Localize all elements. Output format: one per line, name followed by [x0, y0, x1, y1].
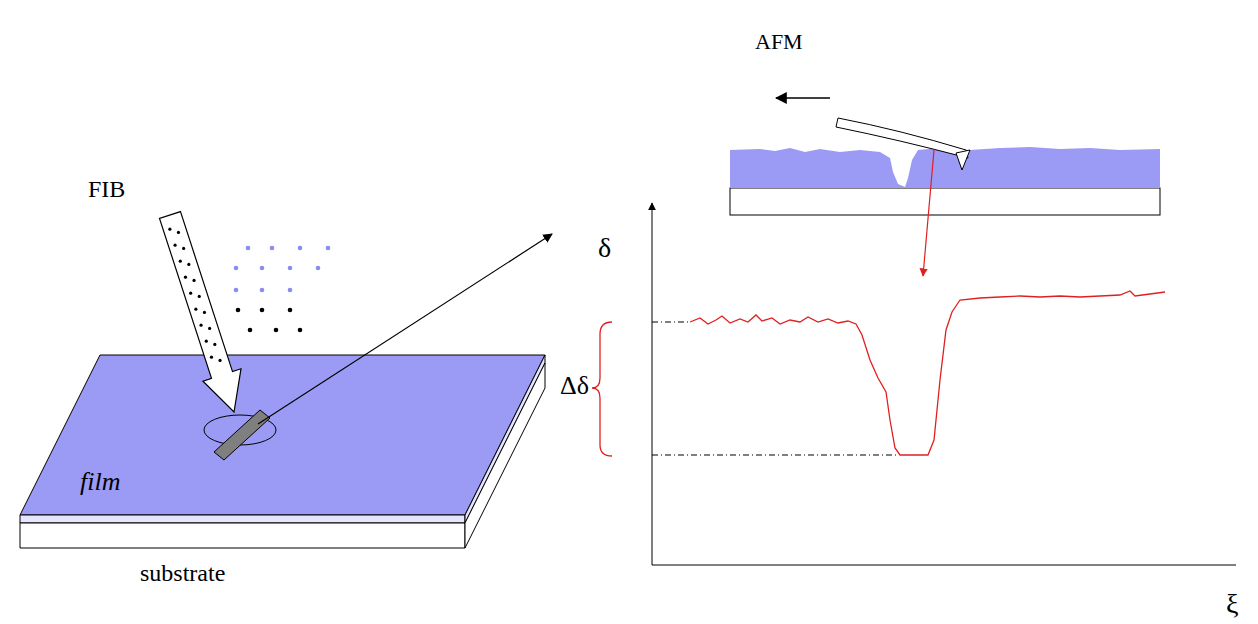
ion-dot [213, 343, 216, 346]
film-particle [288, 266, 293, 271]
beam-ions [168, 228, 221, 362]
film-top [20, 355, 545, 515]
ion-dot [177, 231, 180, 234]
scan-arrow [776, 97, 830, 99]
substrate-particle [288, 308, 293, 313]
ion-dot [184, 276, 187, 279]
ion-dot [173, 244, 176, 247]
film-particle [298, 246, 303, 251]
ion-beam [160, 212, 242, 412]
ion-dot [210, 356, 213, 359]
afm-substrate [730, 188, 1160, 215]
substrate-particle [274, 328, 279, 333]
ion-dot [198, 295, 201, 298]
zoom-arrow [258, 234, 552, 424]
ion-dot [208, 327, 211, 330]
film-particle [234, 266, 239, 271]
substrate-particle [260, 308, 265, 313]
dimension-label: Δδ [560, 372, 589, 401]
ion-dot [203, 311, 206, 314]
layer-label: substrate [140, 560, 225, 586]
ion-dot [205, 340, 208, 343]
film-particle [288, 288, 293, 293]
film-particle [246, 246, 251, 251]
sputtered-particles [234, 246, 331, 333]
trench [214, 410, 270, 460]
axis-label: δ [598, 233, 611, 264]
tip-pointer [923, 150, 934, 276]
film-particle [260, 266, 265, 271]
ion-dot [189, 292, 192, 295]
substrate-particle [298, 328, 303, 333]
substrate-particle [248, 328, 253, 333]
ion-dot [168, 228, 171, 231]
x-axis [652, 565, 1236, 566]
ion-dot [194, 308, 197, 311]
cantilever [836, 118, 968, 158]
height-profile [690, 291, 1165, 455]
film-particle [270, 246, 275, 251]
ion-dot [182, 247, 185, 250]
substrate-particle [236, 308, 241, 313]
y-axis [652, 203, 653, 565]
film-particle [326, 246, 331, 251]
technique-label: AFM [755, 30, 803, 54]
ion-dot [179, 260, 182, 263]
layer-label: film [80, 468, 120, 497]
film-particle [234, 288, 239, 293]
afm-film [730, 147, 1160, 188]
film-particle [260, 288, 265, 293]
afm-tip [956, 150, 970, 170]
level-line [652, 322, 690, 323]
film-particle [316, 266, 321, 271]
ion-dot [218, 359, 221, 362]
substrate-side [465, 363, 545, 548]
technique-label: FIB [88, 176, 125, 202]
film-side [465, 355, 545, 523]
ion-dot [199, 324, 202, 327]
ion-dot [187, 263, 190, 266]
level-line [652, 455, 898, 456]
sample [20, 355, 545, 548]
ion-dot [192, 279, 195, 282]
substrate-front [20, 523, 465, 548]
depth-bracket [592, 322, 612, 456]
axis-label: ξ [1226, 589, 1238, 620]
film-edge [20, 515, 465, 523]
